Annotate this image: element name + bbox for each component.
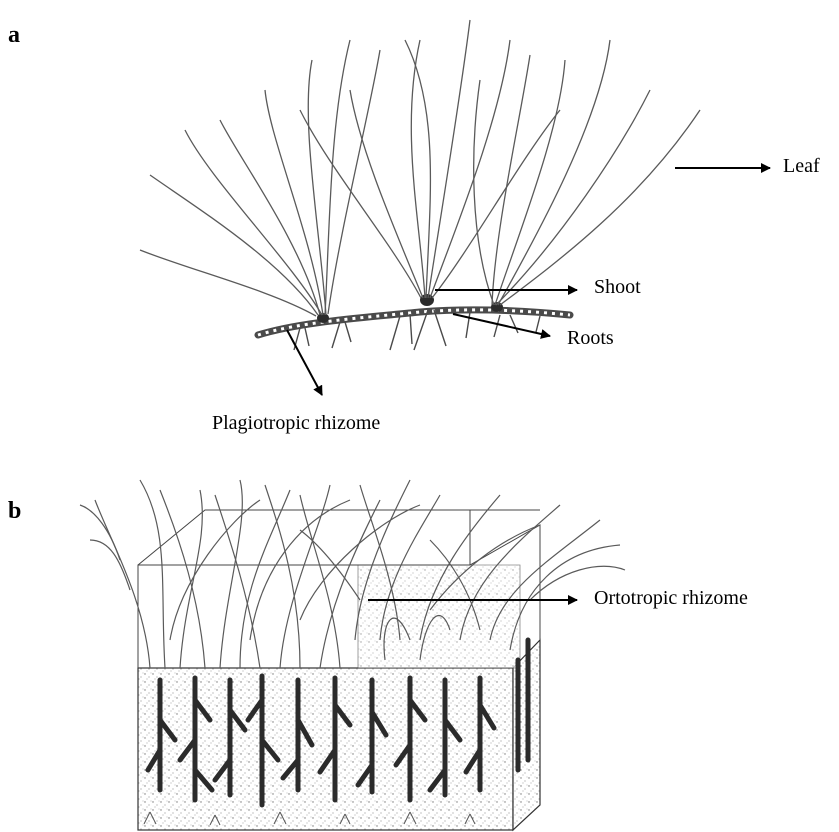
leaves-drawing — [140, 20, 700, 316]
shoot-label: Shoot — [594, 276, 641, 299]
panel-b-block-diagram — [80, 480, 625, 830]
ortotropic-rhizome-label: Ortotropic rhizome — [594, 587, 748, 610]
rhizome-arrow — [287, 330, 322, 395]
canopy-drawing — [80, 480, 625, 668]
roots-drawing — [294, 310, 540, 350]
panel-a-plant — [140, 20, 700, 350]
plagiotropic-rhizome-drawing — [258, 310, 570, 335]
leaf-label: Leaf — [783, 155, 820, 178]
plagiotropic-rhizome-label: Plagiotropic rhizome — [212, 412, 380, 435]
roots-label: Roots — [567, 327, 614, 350]
